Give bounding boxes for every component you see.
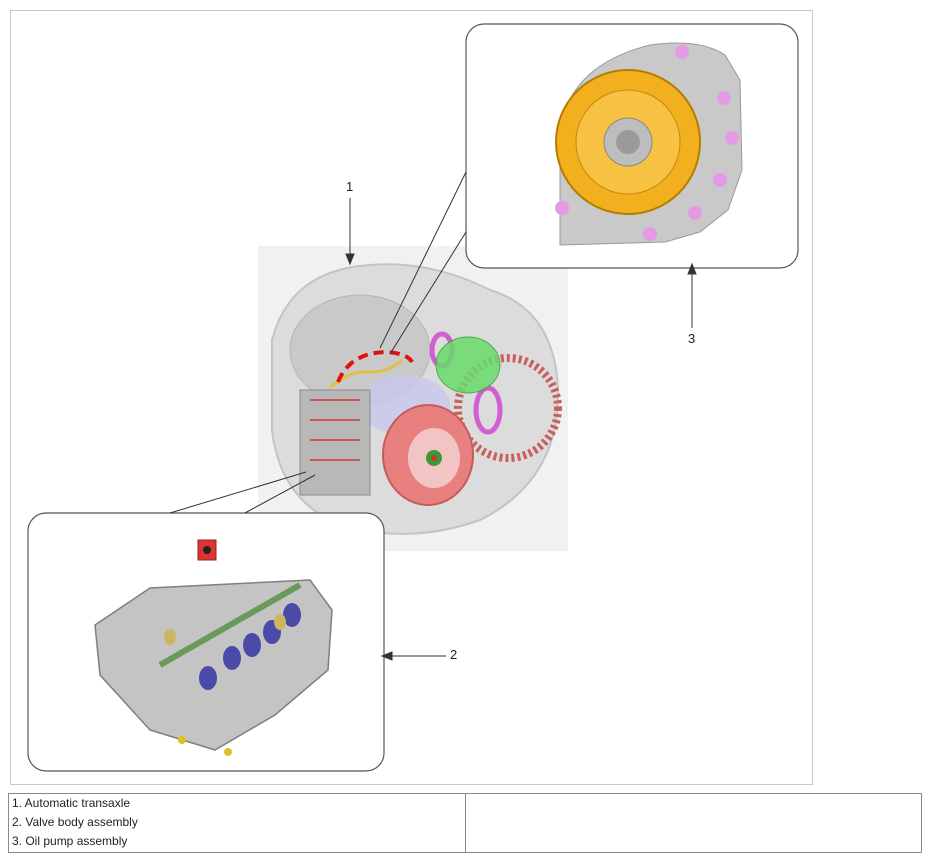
legend-item-valve-body-assembly: 2. Valve body assembly [12, 815, 138, 829]
automatic-transaxle-illustration [258, 246, 568, 551]
oil-pump-illustration [555, 42, 743, 246]
legend-row: 1. Automatic transaxle 2. Valve body ass… [8, 793, 922, 853]
legend-item-oil-pump-assembly: 3. Oil pump assembly [12, 834, 128, 848]
callout-2: 2 [450, 647, 458, 662]
legend-item-automatic-transaxle: 1. Automatic transaxle [12, 796, 131, 810]
callout-3: 3 [688, 331, 696, 346]
callout-1: 1 [346, 179, 354, 194]
legend-cell-empty [464, 793, 922, 853]
valve-body-illustration [94, 539, 333, 756]
legend-table: 1. Automatic transaxle 2. Valve body ass… [8, 793, 922, 853]
component-location-figure [27, 23, 799, 772]
legend-cell-items: 1. Automatic transaxle 2. Valve body ass… [8, 793, 466, 853]
leader-lines [169, 171, 697, 661]
